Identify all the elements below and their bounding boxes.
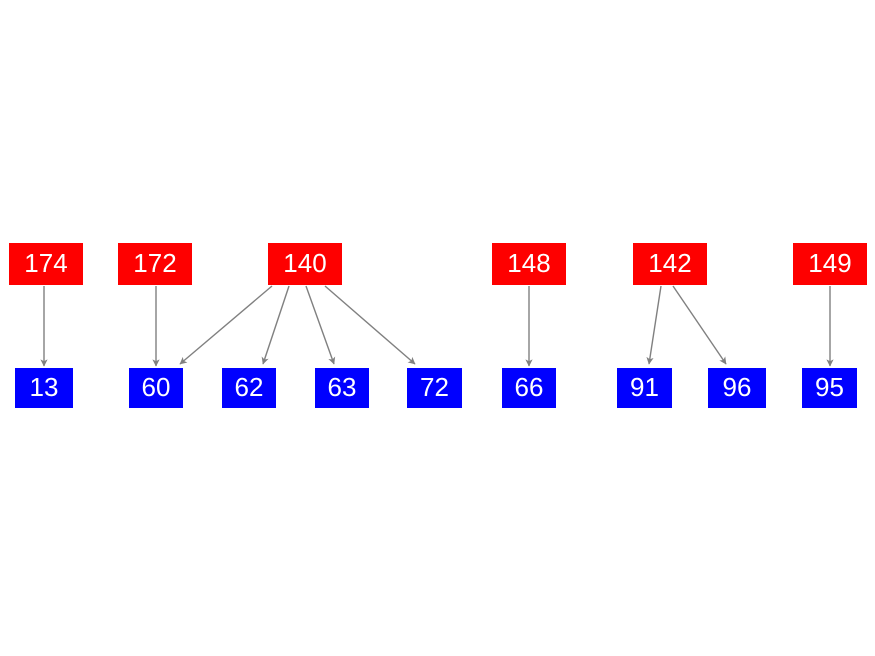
- node-label: 72: [420, 372, 449, 402]
- node-label: 174: [24, 248, 68, 278]
- node-label: 60: [141, 372, 171, 402]
- target-node-13[interactable]: 13: [15, 368, 73, 408]
- graph-edge: [305, 285, 336, 365]
- graph-edge: [646, 285, 662, 365]
- graph-edge: [324, 285, 416, 365]
- graph-edge: [261, 285, 290, 365]
- node-label: 91: [630, 372, 659, 402]
- graph-edge: [672, 285, 727, 365]
- graph-edge: [179, 285, 273, 365]
- target-node-60[interactable]: 60: [129, 368, 183, 408]
- node-label: 96: [722, 372, 752, 402]
- node-label: 62: [234, 372, 264, 402]
- target-node-96[interactable]: 96: [708, 368, 766, 408]
- node-label: 172: [133, 248, 177, 278]
- source-node-148[interactable]: 148: [492, 243, 566, 285]
- source-node-142[interactable]: 142: [633, 243, 707, 285]
- target-node-66[interactable]: 66: [502, 368, 556, 408]
- node-label: 63: [327, 372, 357, 402]
- source-node-140[interactable]: 140: [268, 243, 342, 285]
- node-label: 95: [815, 372, 844, 402]
- node-label: 148: [507, 248, 551, 278]
- source-node-172[interactable]: 172: [118, 243, 192, 285]
- node-label: 66: [514, 372, 544, 402]
- node-label: 13: [29, 372, 59, 402]
- target-node-95[interactable]: 95: [802, 368, 857, 408]
- target-node-91[interactable]: 91: [617, 368, 672, 408]
- target-node-72[interactable]: 72: [407, 368, 462, 408]
- source-node-149[interactable]: 149: [793, 243, 867, 285]
- target-node-62[interactable]: 62: [222, 368, 276, 408]
- target-node-63[interactable]: 63: [315, 368, 369, 408]
- source-node-174[interactable]: 174: [9, 243, 83, 285]
- node-label: 140: [283, 248, 327, 278]
- node-label: 142: [648, 248, 692, 278]
- node-label: 149: [808, 248, 852, 278]
